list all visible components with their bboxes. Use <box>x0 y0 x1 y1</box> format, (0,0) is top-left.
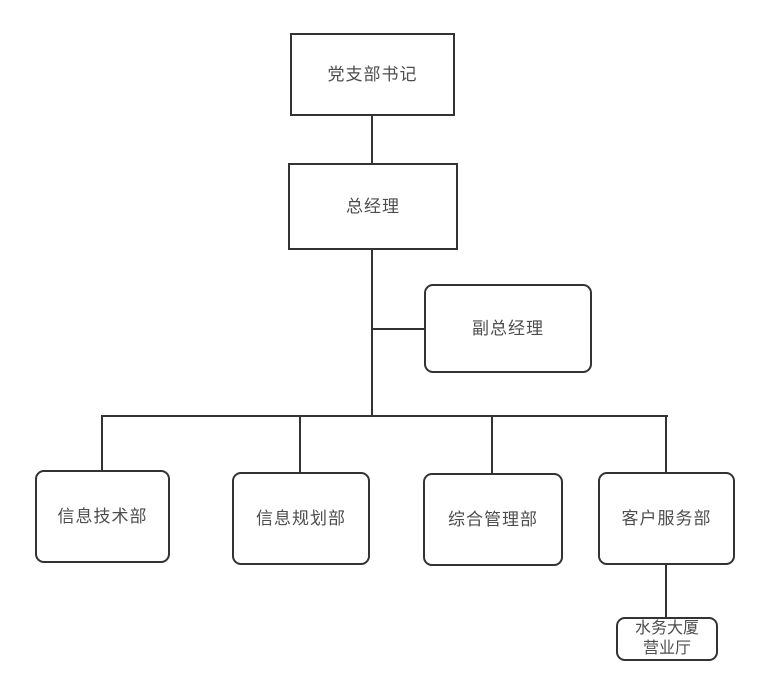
node-general-admin-dept: 综合管理部 <box>423 473 563 566</box>
node-info-planning-dept: 信息规划部 <box>232 472 370 565</box>
connector-departments-distribution-line <box>101 415 668 417</box>
connector-customer-service-to-water-building-hall <box>665 563 667 619</box>
connector-drop-info-tech-dept <box>101 415 103 472</box>
node-deputy-general-manager: 副总经理 <box>424 284 592 373</box>
node-water-building-business-hall: 水务大厦 营业厅 <box>616 617 718 661</box>
node-party-branch-secretary: 党支部书记 <box>290 33 455 116</box>
connector-drop-general-admin-dept <box>491 415 493 475</box>
connector-branch-to-deputy-general-manager <box>373 328 426 330</box>
connector-drop-customer-service-dept <box>665 415 667 474</box>
node-customer-service-dept: 客户服务部 <box>598 472 735 565</box>
connector-party-secretary-to-general-manager <box>371 114 373 165</box>
node-general-manager: 总经理 <box>288 163 458 250</box>
node-info-tech-dept: 信息技术部 <box>35 470 170 563</box>
connector-drop-info-planning-dept <box>299 415 301 474</box>
connector-general-manager-trunk <box>371 248 373 417</box>
